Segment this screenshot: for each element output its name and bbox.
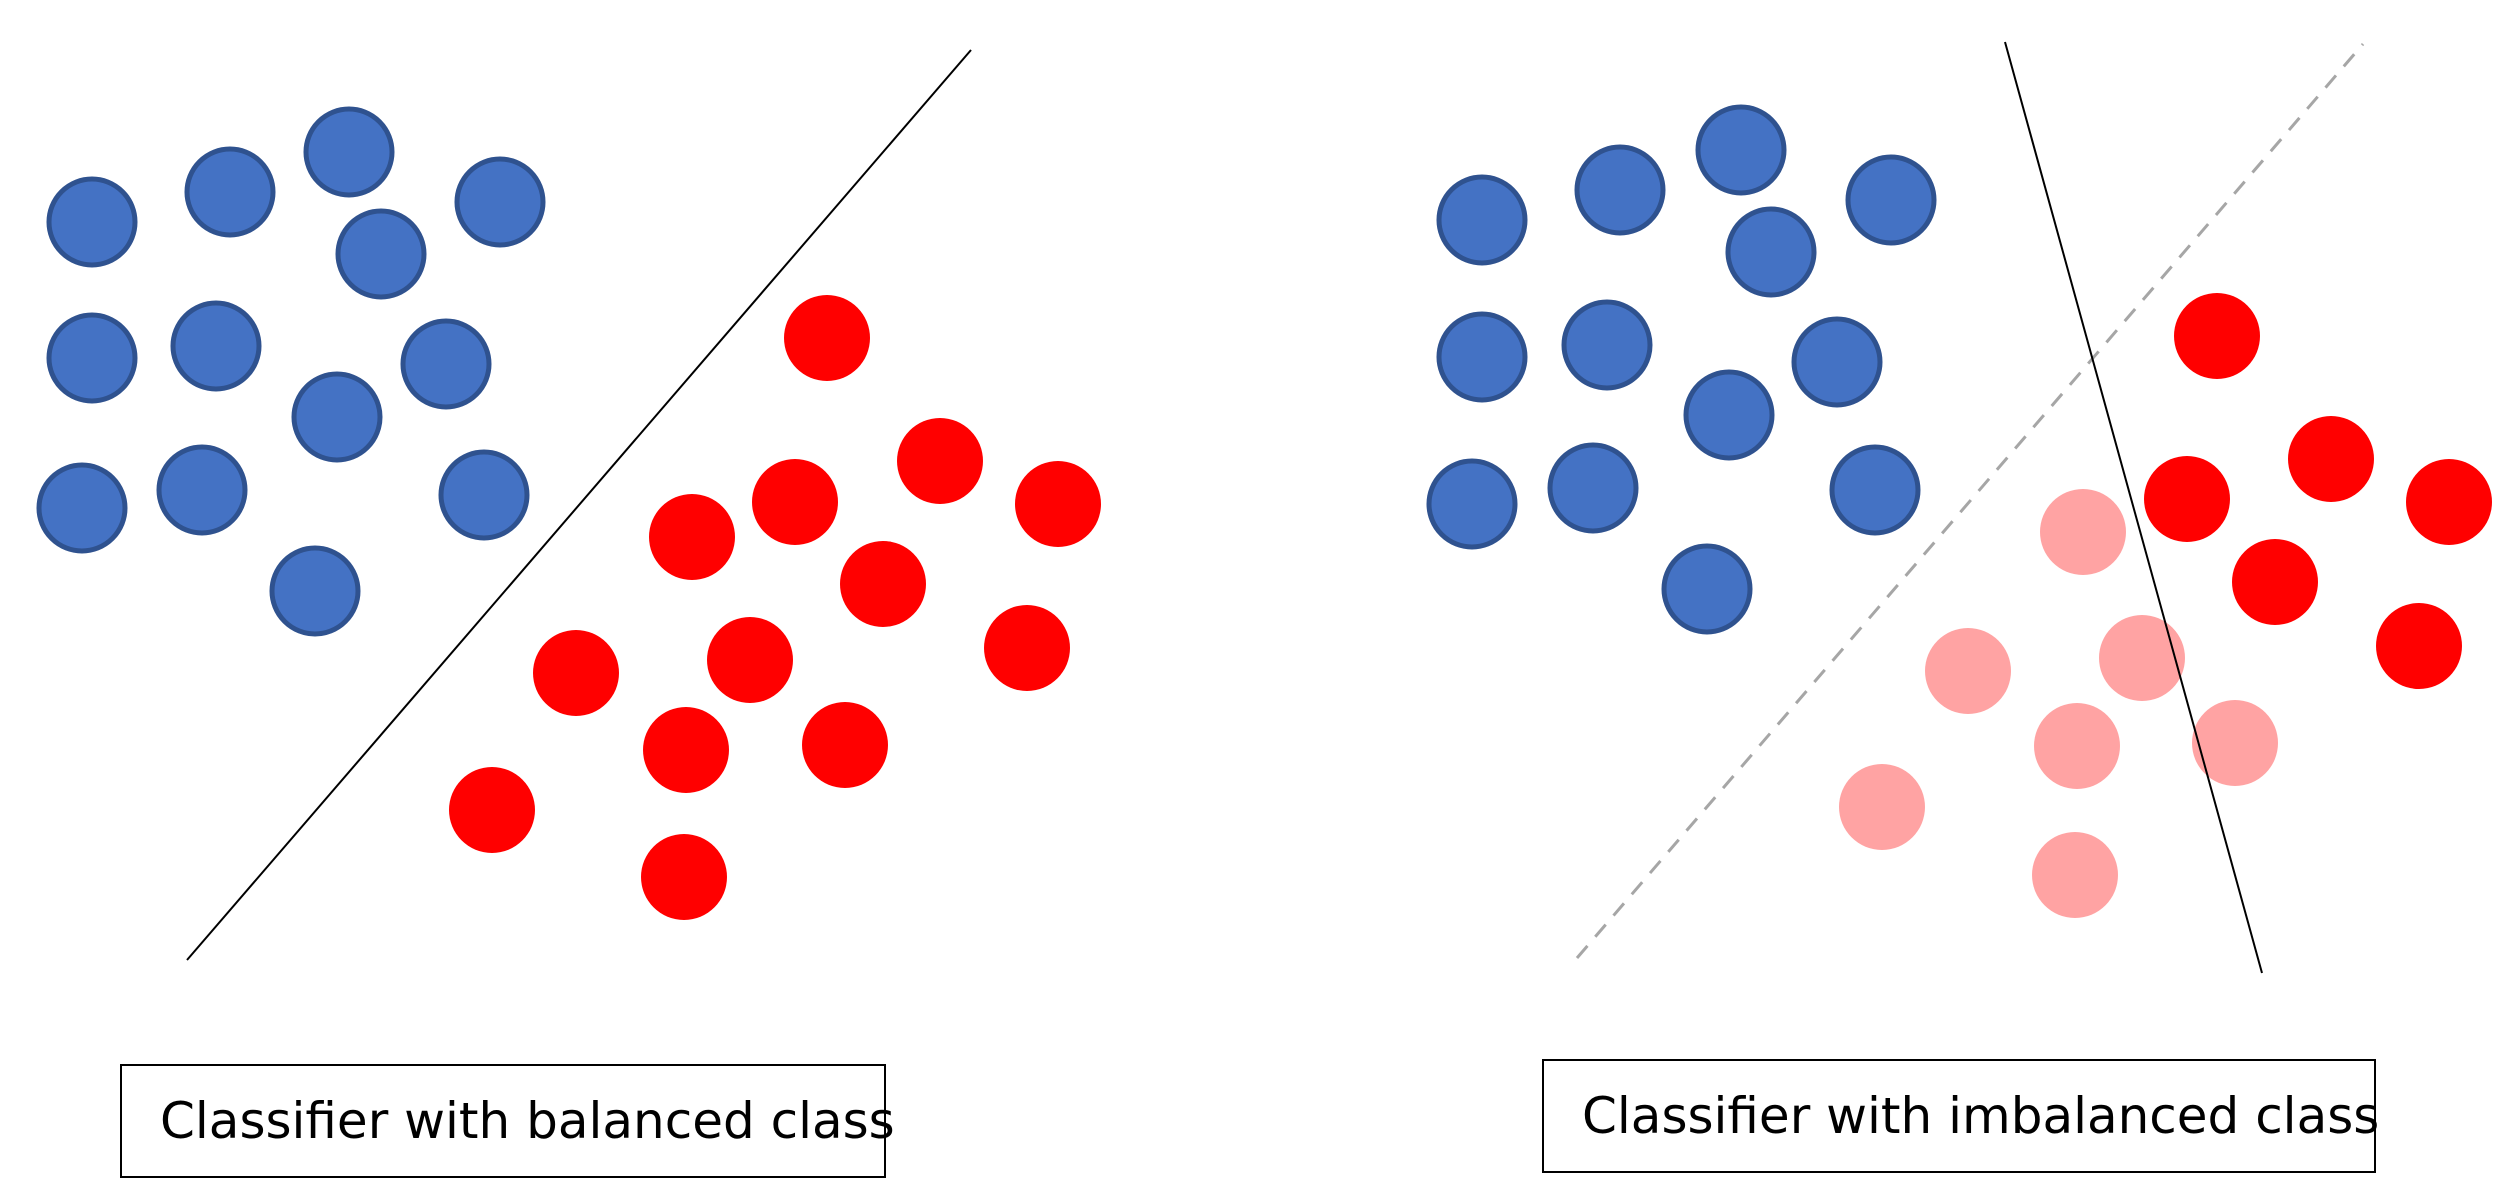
red-class-point <box>533 630 619 716</box>
blue-class-point <box>184 146 276 238</box>
red-class-point <box>2144 456 2230 542</box>
blue-class-point <box>454 156 546 248</box>
blue-class-point <box>1845 154 1937 246</box>
blue-class-point <box>1436 311 1528 403</box>
imbalanced-caption-text: Classifier with imbalanced class <box>1582 1087 2380 1145</box>
red-class-point <box>752 459 838 545</box>
red-class-point <box>649 494 735 580</box>
missing-red-class-point <box>2099 615 2185 701</box>
blue-class-point <box>1683 369 1775 461</box>
missing-red-class-point <box>2034 703 2120 789</box>
blue-class-point <box>269 545 361 637</box>
missing-red-class-point <box>1839 764 1925 850</box>
red-class-point <box>449 767 535 853</box>
blue-class-point <box>46 176 138 268</box>
blue-class-point <box>400 318 492 410</box>
red-class-point <box>802 702 888 788</box>
blue-class-point <box>1661 543 1753 635</box>
blue-class-point <box>1561 299 1653 391</box>
red-class-point <box>2232 539 2318 625</box>
balanced-caption: Classifier with balanced class <box>120 1064 895 1178</box>
blue-class-point <box>335 208 427 300</box>
missing-red-class-point <box>1925 628 2011 714</box>
red-class-point <box>643 707 729 793</box>
blue-class-point <box>1829 444 1921 536</box>
blue-class-point <box>170 300 262 392</box>
blue-class-point <box>1436 174 1528 266</box>
red-class-point <box>1015 461 1101 547</box>
red-class-point <box>840 541 926 627</box>
blue-class-point <box>1791 316 1883 408</box>
blue-class-point <box>1695 104 1787 196</box>
blue-class-point <box>46 312 138 404</box>
balanced-caption-text: Classifier with balanced class <box>160 1092 895 1150</box>
blue-class-point <box>1725 206 1817 298</box>
balanced-decision-boundary <box>186 49 972 961</box>
red-class-point <box>2376 603 2462 689</box>
blue-class-point <box>1426 458 1518 550</box>
missing-red-class-point <box>2040 489 2126 575</box>
red-class-point <box>984 605 1070 691</box>
red-class-point <box>2174 293 2260 379</box>
balanced-reference-boundary-dashed <box>1575 43 2365 959</box>
red-class-point <box>641 834 727 920</box>
missing-red-class-point <box>2032 832 2118 918</box>
blue-class-point <box>438 449 530 541</box>
blue-class-point <box>291 371 383 463</box>
imbalanced-panel <box>1426 41 2492 974</box>
missing-red-class-point <box>2192 700 2278 786</box>
imbalanced-caption: Classifier with imbalanced class <box>1542 1059 2380 1173</box>
imbalanced-decision-boundary <box>2004 41 2263 974</box>
red-class-point <box>784 295 870 381</box>
blue-class-point <box>156 444 248 536</box>
red-class-point <box>897 418 983 504</box>
blue-class-point <box>1574 144 1666 236</box>
red-class-point <box>2288 416 2374 502</box>
red-class-point <box>2406 459 2492 545</box>
red-class-point <box>707 617 793 703</box>
blue-class-point <box>303 106 395 198</box>
blue-class-point <box>1547 442 1639 534</box>
blue-class-point <box>36 462 128 554</box>
balanced-panel <box>36 49 1101 961</box>
